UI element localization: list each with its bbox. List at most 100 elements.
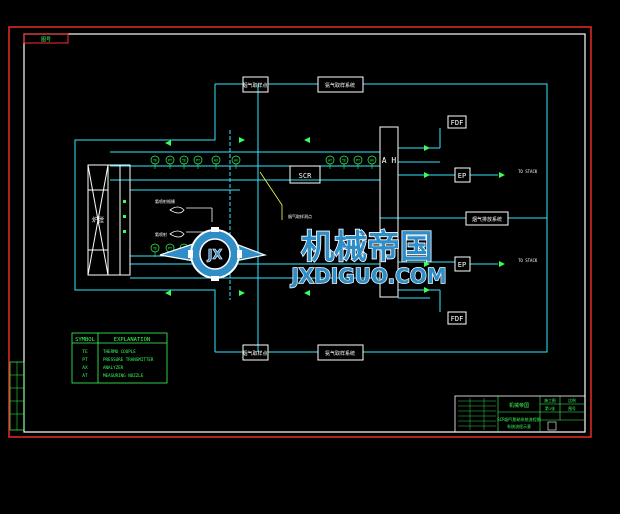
label-right-mid: 烟气排放系统 (472, 216, 502, 223)
title-company: 机械帝国 (509, 402, 529, 409)
label-bottom-right: 氨气取样系统 (325, 350, 355, 357)
boiler (87, 164, 109, 276)
leader-line (259, 171, 283, 220)
flow-arrow (424, 261, 430, 267)
instrument-label: PT (196, 158, 200, 162)
instrument-label: TE (153, 158, 157, 162)
legend-explanation: ANALYZER (103, 365, 124, 370)
label-fdf-bottom: FDF (451, 315, 464, 323)
box-bottom-right (317, 344, 364, 361)
label-boiler: 炉膛 (92, 216, 104, 224)
boiler-internals (123, 200, 126, 233)
instrument-bubble: PT (165, 155, 175, 169)
instrument-bubble: TE (150, 155, 160, 169)
instrument-label: AX (234, 158, 239, 162)
instrument-bubble: AX (211, 155, 221, 169)
label-ah: A H (382, 156, 397, 165)
flow-arrow (424, 287, 430, 293)
legend-symbol: AT (82, 373, 88, 379)
instrument-label: PT (356, 158, 360, 162)
ep-top (454, 167, 471, 183)
flow-arrow (239, 137, 245, 143)
flow-arrow (499, 172, 505, 178)
ep-bottom (454, 256, 471, 272)
instrument-label: TE (342, 158, 346, 162)
instrument-label: AX (214, 158, 219, 162)
label-ep-bottom: EP (458, 261, 466, 269)
watermark-logo-letters: JX (207, 248, 223, 263)
instrument-bubble: PT (193, 155, 203, 169)
title-sheet: 第1张 (545, 406, 555, 411)
label-ep-top: EP (458, 172, 466, 180)
watermark: JX 机械帝国 JXDIGUO.COM (159, 226, 447, 289)
legend-header-explanation: EXPLANATION (114, 337, 150, 343)
legend-explanation: THERMO COUPLE (103, 349, 136, 354)
instrument-bubble: TE (339, 155, 349, 169)
box-right-mid (465, 211, 509, 226)
label-stack-top: TO STACK (518, 169, 538, 174)
title-drawing: SCR烟气脱硝系统流程图 (497, 416, 540, 422)
note-sampling-probe: 氨喷射格栅 (155, 198, 175, 204)
label-fdf-top: FDF (451, 119, 464, 127)
air-heater-ah (379, 126, 399, 298)
watermark-latin: JXDIGUO.COM (289, 264, 446, 288)
flow-arrow (424, 172, 430, 178)
label-stack-bottom: TO STACK (518, 258, 538, 263)
instrument-bubble: AT (325, 155, 335, 169)
label-top-left: 烟气取样点 (242, 82, 267, 89)
instrument-bubble: AX (231, 155, 241, 169)
label-scr: SCR (299, 172, 312, 180)
flow-arrows (165, 137, 505, 296)
instrument-bubble: AX (367, 155, 377, 169)
instrument-bubble: TE (179, 155, 189, 169)
scr-reactor (289, 165, 321, 184)
instrument-label: PT (168, 158, 172, 162)
legend-explanation: PRESSURE TRANSMITTER (103, 357, 154, 362)
legend-explanation: MEASURING NOZZLE (103, 373, 144, 378)
title-scale-label: 比例 (568, 398, 576, 403)
title-subtitle: 系统流程示意 (507, 423, 531, 429)
flow-arrow (424, 145, 430, 151)
title-stage: 施工图 (544, 398, 556, 403)
fdf-bottom (447, 311, 467, 325)
corner-tag: 图号 (41, 37, 51, 43)
box-bottom-left (242, 344, 269, 361)
legend: SYMBOL EXPLANATION TE THERMO COUPLE PT P… (71, 332, 168, 384)
box-top-right (317, 76, 364, 93)
fdf-top (447, 115, 467, 129)
flow-arrow (165, 140, 171, 146)
legend-symbol: TE (82, 349, 88, 355)
outer-frame (8, 26, 592, 438)
instrument-label: AT (328, 158, 332, 162)
title-number: 图号 (568, 406, 576, 411)
note-ammonia: 氨喷射 (155, 231, 167, 237)
inner-border (23, 33, 586, 433)
duct-network (74, 83, 548, 353)
flow-arrow (165, 290, 171, 296)
duct-left-loop (74, 84, 216, 352)
title-logo-mark (547, 421, 557, 431)
flow-arrow (239, 290, 245, 296)
equipment (87, 76, 509, 361)
label-top-right: 氨气取样系统 (325, 82, 355, 89)
flow-arrow (304, 137, 310, 143)
legend-symbol: AX (82, 365, 88, 371)
instrument-bubble: PT (353, 155, 363, 169)
instrument-bubble: TE (150, 243, 160, 257)
corner-tag-box (23, 33, 69, 44)
note-leader: 烟气取样测点 (288, 213, 312, 219)
box-top-left (242, 76, 269, 93)
instrument-label: TE (182, 158, 186, 162)
label-bottom-left: 烟气取样点 (242, 350, 267, 357)
flow-arrow (499, 261, 505, 267)
watermark-chinese: 机械帝国 (301, 227, 433, 266)
legend-symbol: PT (82, 357, 88, 363)
instrument-label: PT (168, 246, 172, 250)
instrument-group-top: TE PT TE PT AX AX AT TE PT AX (150, 155, 377, 169)
instrument-label: AX (370, 158, 375, 162)
legend-header-symbol: SYMBOL (75, 337, 96, 343)
revision-strip (9, 361, 25, 431)
title-block: 机械帝国 SCR烟气脱硝系统流程图 系统流程示意 施工图 比例 第1张 图号 (454, 395, 586, 433)
flow-arrow (304, 290, 310, 296)
